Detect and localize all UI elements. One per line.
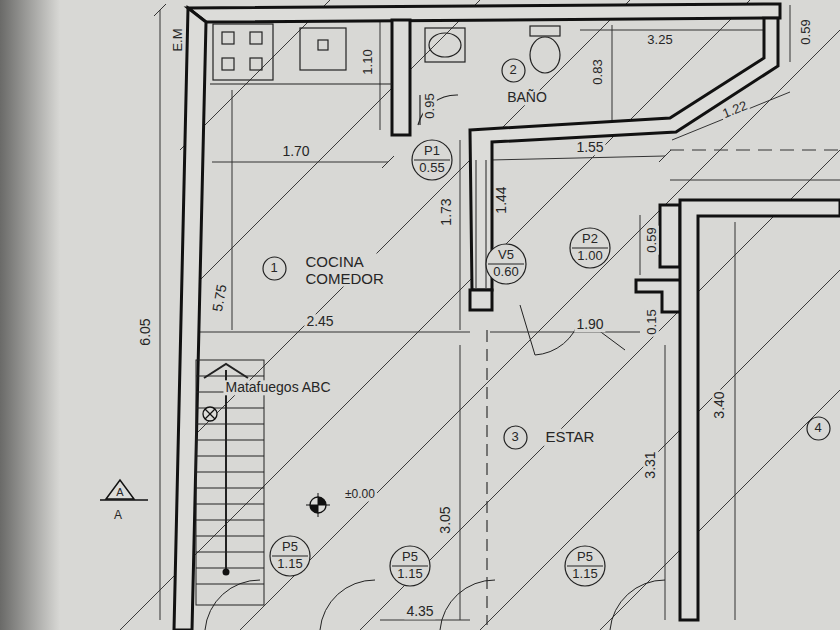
- tag-width: 0.55: [419, 161, 444, 176]
- room-or-note-label: COCINA COMEDOR: [304, 254, 407, 287]
- tag-code: 1: [270, 261, 277, 276]
- hatch-lines: [120, 0, 840, 630]
- door-swings: [205, 305, 665, 630]
- dimension-label: 3.40: [712, 389, 727, 420]
- stair-start: [223, 569, 230, 576]
- tag-width: 1.15: [277, 557, 302, 572]
- window: [476, 160, 486, 288]
- tag-code: P2: [582, 232, 598, 247]
- room-number: 4: [806, 416, 831, 441]
- room-or-note-label: A: [112, 509, 124, 522]
- opening-tag: P5 1.15: [389, 545, 431, 587]
- dimension-label: 2.45: [304, 314, 335, 329]
- dimension-label: ±0.00: [343, 488, 377, 501]
- dimension-label: 0.15: [645, 307, 659, 336]
- room-number: 2: [501, 58, 526, 83]
- room-or-note-label: A: [114, 486, 125, 498]
- dimension-label: 0.83: [591, 57, 605, 86]
- dimension-label: 1.10: [361, 47, 375, 76]
- tag-code: 2: [509, 63, 516, 78]
- bath-fixtures: [418, 26, 560, 125]
- dimension-lines: [154, 4, 840, 620]
- room-or-note-label: Matafuegos ABC: [223, 380, 332, 395]
- dimension-label: 1.70: [280, 144, 311, 159]
- tag-code: P5: [577, 550, 593, 565]
- tag-code: P5: [402, 550, 418, 565]
- photo-shadow: [0, 0, 60, 630]
- tag-width: 1.15: [397, 567, 422, 582]
- dimension-label: 1.44: [494, 184, 509, 215]
- room-number: 3: [503, 425, 528, 450]
- dimension-label: 3.05: [438, 504, 453, 535]
- stairs: [196, 360, 264, 605]
- tag-code: 3: [511, 430, 518, 445]
- level-mark: [306, 493, 330, 517]
- opening-tag: P5 1.15: [564, 545, 606, 587]
- walls: [174, 4, 840, 630]
- tag-code: V5: [498, 248, 514, 263]
- extinguisher-symbol: [203, 407, 217, 421]
- dimension-label: 0.59: [799, 17, 813, 46]
- dimension-label: 0.59: [645, 225, 659, 254]
- dimension-label: 1.90: [574, 317, 605, 332]
- dimension-label: 4.35: [404, 604, 435, 619]
- room-or-note-label: BAÑO: [505, 90, 549, 105]
- dimension-label: 5.75: [210, 281, 231, 314]
- dimension-label: 3.25: [645, 33, 674, 47]
- room-number: 1: [262, 256, 287, 281]
- opening-tag: P1 0.55: [411, 139, 453, 181]
- dimension-label: 1.22: [719, 98, 752, 122]
- dimension-label: 1.55: [574, 140, 605, 155]
- dimension-label: 1.73: [439, 196, 454, 227]
- room-or-note-label: E.M: [171, 26, 185, 53]
- tag-code: 4: [814, 421, 821, 436]
- tag-width: 1.15: [572, 567, 597, 582]
- dimension-label: 6.05: [138, 316, 153, 347]
- section-mark: [100, 480, 148, 500]
- kitchen-fixtures: [210, 24, 392, 84]
- room-or-note-label: ESTAR: [544, 429, 597, 446]
- opening-tag: V5 0.60: [485, 243, 527, 285]
- tag-code: P5: [282, 540, 298, 555]
- tag-width: 1.00: [577, 249, 602, 264]
- opening-tag: P2 1.00: [569, 227, 611, 269]
- tag-code: P1: [424, 144, 440, 159]
- tag-width: 0.60: [493, 265, 518, 280]
- dimension-label: 0.95: [423, 91, 437, 120]
- dimension-label: 3.31: [643, 449, 658, 480]
- opening-tag: P5 1.15: [269, 535, 311, 577]
